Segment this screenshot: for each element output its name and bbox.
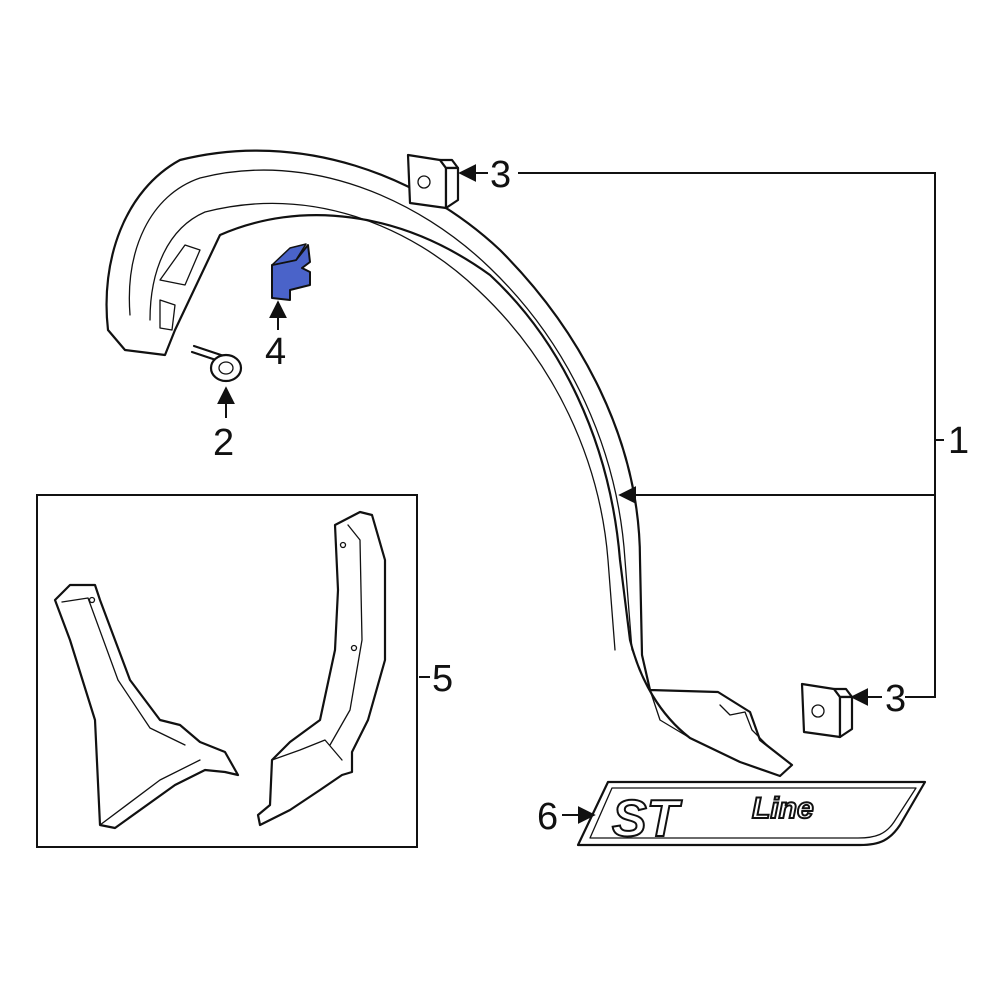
callout-2: 2 <box>213 422 234 464</box>
callout-1: 1 <box>948 420 969 462</box>
clip-bottom <box>800 682 854 739</box>
callout-3-top: 3 <box>490 154 511 196</box>
callout-5: 5 <box>432 658 453 700</box>
badge-st-text: ST <box>612 790 683 848</box>
mud-flap-left <box>53 583 240 830</box>
callout-6: 6 <box>537 796 558 838</box>
callout-4: 4 <box>265 331 286 373</box>
callout-3-bottom: 3 <box>885 678 906 720</box>
leader-lines <box>217 164 944 824</box>
badge-line-text: Line <box>752 792 814 825</box>
push-pin-fastener <box>190 344 243 383</box>
retainer-clip-highlighted <box>271 243 311 301</box>
st-line-badge: ST Line <box>576 780 927 849</box>
mud-flap-box <box>36 494 418 848</box>
wheel-arch-flare <box>105 149 794 778</box>
mud-flap-right <box>256 510 387 827</box>
clip-top <box>406 153 460 210</box>
